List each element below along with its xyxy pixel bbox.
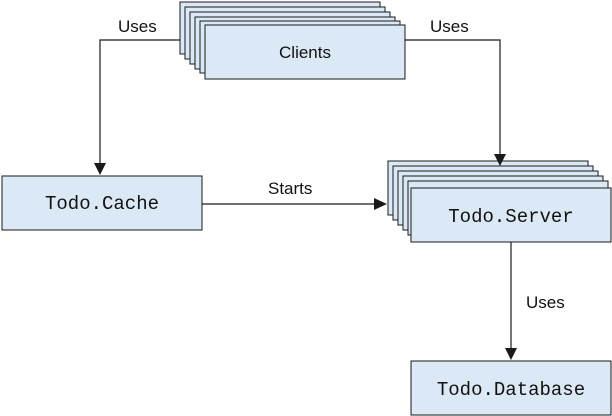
arrowhead [505, 348, 517, 360]
cache-label: Todo.Cache [45, 193, 159, 215]
cache-node: Todo.Cache [1, 175, 203, 231]
database-node: Todo.Database [410, 360, 612, 416]
server-box [410, 187, 612, 243]
edge-cache-to-server: Starts [202, 179, 387, 210]
arrowhead [494, 154, 506, 166]
edge-clients-to-server: Uses [405, 17, 506, 166]
arrowhead [374, 198, 387, 210]
cache-box [1, 175, 203, 231]
edge-label-uses: Uses [430, 17, 469, 36]
database-box [410, 360, 612, 416]
database-label: Todo.Database [437, 379, 585, 401]
arrowhead [94, 163, 106, 175]
server-node: Todo.Server [387, 160, 612, 243]
edge-clients-to-cache: Uses [94, 17, 180, 175]
edge-server-to-database: Uses [505, 242, 565, 360]
edge-label-uses: Uses [526, 293, 565, 312]
edge-label-starts: Starts [268, 179, 312, 198]
clients-node: Clients [179, 1, 406, 80]
edge-label-uses: Uses [118, 17, 157, 36]
edge-line [99, 39, 180, 163]
clients-label: Clients [279, 43, 331, 62]
clients-box [204, 24, 406, 80]
edge-line [405, 39, 501, 154]
server-label: Todo.Server [448, 206, 573, 228]
